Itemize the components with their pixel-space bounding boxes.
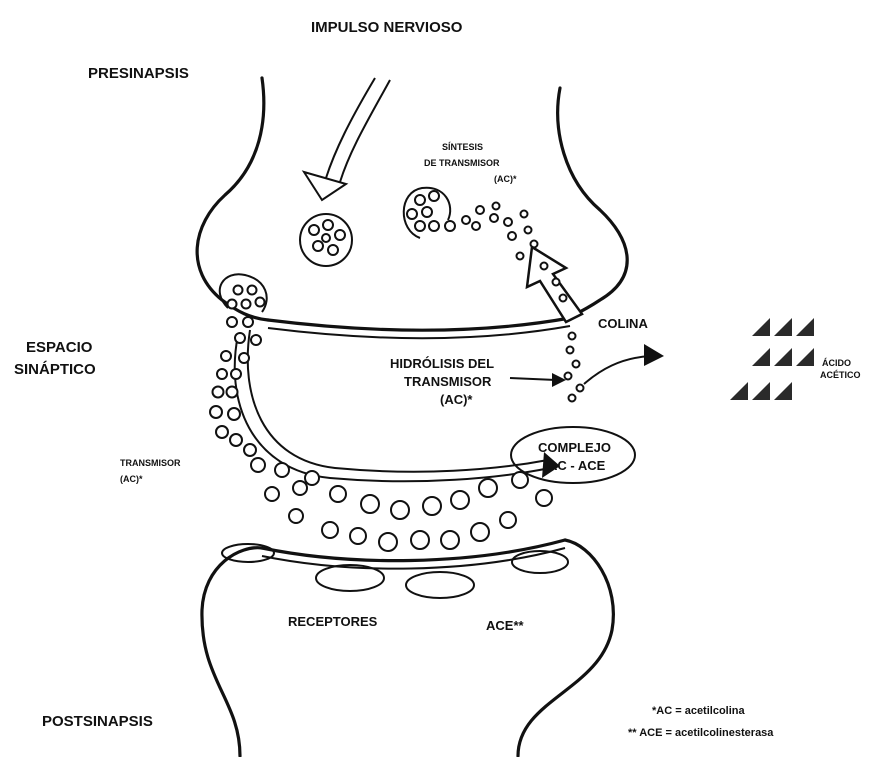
transmitter-label-1: TRANSMISOR	[120, 458, 181, 468]
diffusion-arc-inner	[248, 330, 548, 472]
synthesis-label-3: (AC)*	[494, 174, 517, 184]
acetic-acid-label-2: ACÉTICO	[820, 370, 861, 380]
hydrolysis-label-3: (AC)*	[440, 392, 473, 407]
presynaptic-membrane-bottom	[268, 318, 570, 330]
legend-ace: ** ACE = acetilcolinesterasa	[628, 727, 774, 739]
acetic-acid-arrow	[584, 356, 650, 384]
complex-label-2: AC - ACE	[548, 458, 606, 473]
synthesis-dots	[407, 191, 538, 260]
presynaptic-membrane-right	[558, 88, 627, 316]
legend-ac: *AC = acetilcolina	[652, 705, 746, 717]
synthesis-label-2: DE TRANSMISOR	[424, 158, 500, 168]
impulse-label: IMPULSO NERVIOSO	[311, 19, 463, 36]
impulse-arrow-shaft	[326, 78, 375, 178]
impulse-arrow-head	[304, 172, 346, 200]
receptor	[406, 572, 474, 598]
choline-label: COLINA	[598, 316, 648, 331]
exocytosis-dots	[228, 286, 265, 309]
transmitter-label-2: (AC)*	[120, 474, 143, 484]
hydrolysis-label-1: HIDRÓLISIS DEL	[390, 356, 494, 371]
vesicle-contents	[309, 220, 345, 255]
hydrolysis-label-2: TRANSMISOR	[404, 374, 492, 389]
postsynapse-label: POSTSINAPSIS	[42, 713, 153, 730]
synthesis-label-1: SÍNTESIS	[442, 142, 483, 152]
postsynaptic-membrane-left	[202, 548, 262, 756]
receptors-label: RECEPTORES	[288, 614, 378, 629]
ac-ace-complex	[511, 427, 635, 483]
synaptic-space-label-2: SINÁPTICO	[14, 361, 96, 378]
synaptic-space-label-1: ESPACIO	[26, 339, 93, 356]
receptor	[316, 565, 384, 591]
presynaptic-membrane-left	[197, 78, 268, 320]
hydrolysis-dots	[565, 333, 584, 402]
transmitter-molecules	[210, 317, 552, 551]
acetic-acid-molecules	[730, 318, 814, 400]
ace-label: ACE**	[486, 618, 525, 633]
hydrolysis-pointer	[510, 378, 556, 380]
presynaptic-membrane-bottom-inner	[268, 326, 570, 338]
presynapse-label: PRESINAPSIS	[88, 65, 189, 82]
acetic-acid-label-1: ÁCIDO	[822, 358, 851, 368]
complex-label-1: COMPLEJO	[538, 440, 611, 455]
acetic-acid-arrow-head	[644, 344, 664, 366]
receptor	[222, 544, 274, 562]
